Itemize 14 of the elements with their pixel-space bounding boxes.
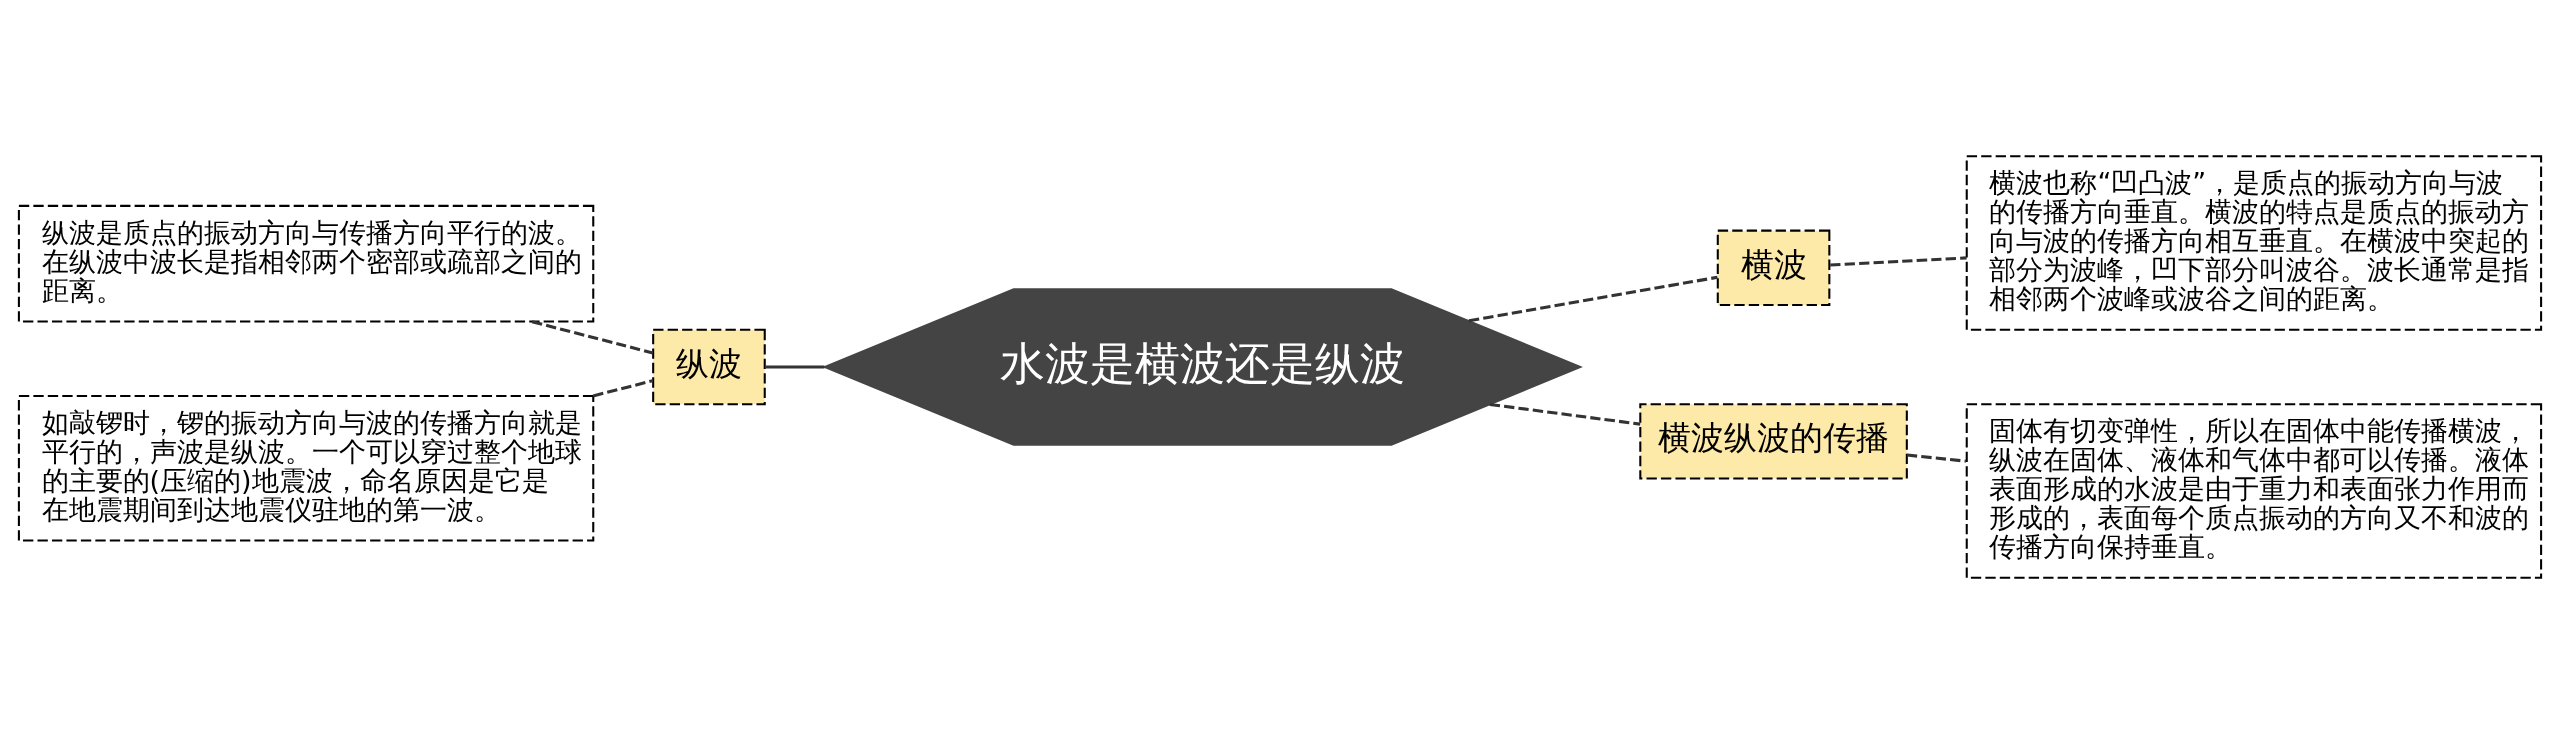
connector (531, 319, 654, 354)
connector (765, 364, 825, 369)
connector (1489, 402, 1641, 426)
connector (592, 378, 654, 397)
node-box: 纵波 (652, 328, 766, 405)
connector (1830, 255, 1967, 267)
node-box: 固体有切变弹性，所以在固体中能传播横波，纵波在固体、液体和气体中都可以传播。液体表面形成的水波是由于重力和表面张力作用而形成的，表面每个质点振动的方向又不和波的传播方向保持垂直。 (1965, 402, 2543, 579)
node-box: 纵波是质点的振动方向与传播方向平行的波。在纵波中波长是指相邻两个密部或疏部之间的距离。 (17, 204, 595, 323)
node-box: 横波纵波的传播 (1639, 402, 1908, 480)
node-box: 如敲锣时，锣的振动方向与波的传播方向就是平行的，声波是纵波。一个可以穿过整个地球的主要的(压缩的)地震波，命名原因是它是在地震期间到达地震仪驻地的第一波。 (17, 394, 595, 542)
node-box: 横波 (1716, 229, 1831, 306)
connector (1906, 453, 1967, 463)
connector (1468, 275, 1718, 322)
node-box: 横波也称“凹凸波”，是质点的振动方向与波的传播方向垂直。横波的特点是质点的振动方向与波的传播方向相互垂直。在横波中突起的部分为波峰，凹下部分叫波谷。波长通常是指相邻两个波峰或波谷之间的距离。 (1965, 154, 2543, 331)
